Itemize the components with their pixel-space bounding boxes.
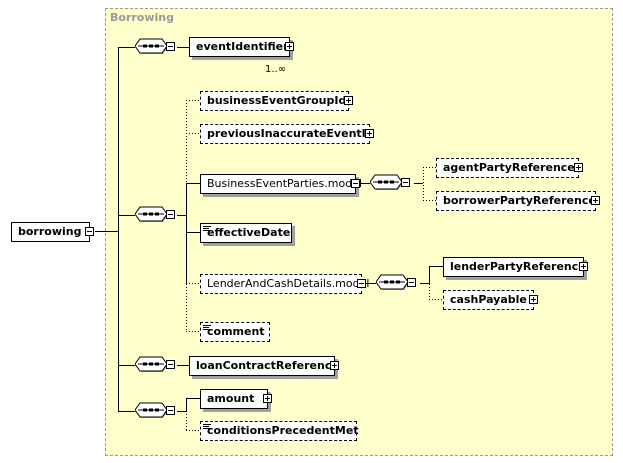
simple-content-icon (203, 325, 211, 331)
expand-plus-icon[interactable] (574, 163, 583, 172)
expand-plus-icon[interactable] (263, 394, 272, 403)
simple-content-icon (203, 424, 211, 430)
element-label: previousInaccurateEventId (207, 127, 374, 140)
collapse-minus-icon[interactable] (351, 179, 360, 188)
collapse-minus-icon[interactable] (166, 360, 175, 369)
element-label: eventIdentifier (196, 40, 289, 53)
element-borrower-party-reference[interactable]: borrowerPartyReference (436, 191, 600, 211)
element-label: borrowerPartyReference (443, 194, 596, 207)
sequence-compositor-icon[interactable] (135, 356, 169, 374)
group-label: BusinessEventParties.model (207, 177, 363, 190)
element-label: amount (207, 392, 255, 405)
element-lender-party-reference[interactable]: lenderPartyReference (443, 257, 588, 277)
expand-plus-icon[interactable] (529, 295, 538, 304)
sequence-compositor-icon[interactable] (135, 402, 169, 420)
element-cash-payable[interactable]: cashPayable (443, 290, 538, 310)
element-label: loanContractReference (196, 359, 339, 372)
element-label: lenderPartyReference (450, 260, 586, 273)
sequence-compositor-icon[interactable] (370, 174, 404, 192)
group-business-event-parties-model[interactable]: BusinessEventParties.model (200, 174, 362, 194)
collapse-minus-icon[interactable] (166, 210, 175, 219)
expand-plus-icon[interactable] (579, 262, 588, 271)
cardinality-label: 1..∞ (265, 64, 287, 75)
expand-plus-icon[interactable] (285, 42, 294, 51)
expand-plus-icon[interactable] (330, 361, 339, 370)
expand-plus-icon[interactable] (344, 96, 353, 105)
collapse-minus-icon[interactable] (357, 279, 366, 288)
root-element-borrowing[interactable]: borrowing (11, 222, 94, 242)
collapse-minus-icon[interactable] (166, 42, 175, 51)
element-event-identifier[interactable]: eventIdentifier (189, 34, 294, 57)
sequence-compositor-icon[interactable] (135, 206, 169, 224)
element-label: cashPayable (450, 293, 527, 306)
collapse-minus-icon[interactable] (401, 178, 410, 187)
element-loan-contract-reference[interactable]: loanContractReference (189, 356, 339, 376)
group-lender-and-cash-details-model[interactable]: LenderAndCashDetails.model (200, 274, 369, 294)
element-agent-party-reference[interactable]: agentPartyReference (436, 158, 583, 178)
element-label: comment (207, 325, 265, 338)
collapse-minus-icon[interactable] (166, 406, 175, 415)
group-title: Borrowing (110, 11, 174, 24)
sequence-compositor-icon[interactable] (376, 274, 410, 292)
element-label: conditionsPrecedentMet (207, 424, 359, 437)
element-conditions-precedent-met[interactable]: conditionsPrecedentMet (200, 421, 359, 441)
group-label: LenderAndCashDetails.model (207, 277, 370, 290)
collapse-minus-icon[interactable] (407, 278, 416, 287)
collapse-minus-icon[interactable] (85, 227, 94, 236)
element-comment[interactable]: comment (200, 322, 270, 342)
element-previous-inaccurate-event-id[interactable]: previousInaccurateEventId (200, 124, 374, 144)
element-amount[interactable]: amount (200, 389, 272, 409)
element-effective-date[interactable]: effectiveDate (200, 223, 292, 243)
element-label: effectiveDate (207, 226, 291, 239)
expand-plus-icon[interactable] (365, 129, 374, 138)
expand-plus-icon[interactable] (591, 196, 600, 205)
sequence-compositor-icon[interactable] (135, 38, 169, 56)
element-label: agentPartyReference (443, 161, 575, 174)
element-label: businessEventGroupId (207, 94, 347, 107)
element-business-event-group-id[interactable]: businessEventGroupId (200, 91, 353, 111)
root-label: borrowing (18, 225, 82, 238)
simple-content-icon (203, 226, 211, 232)
